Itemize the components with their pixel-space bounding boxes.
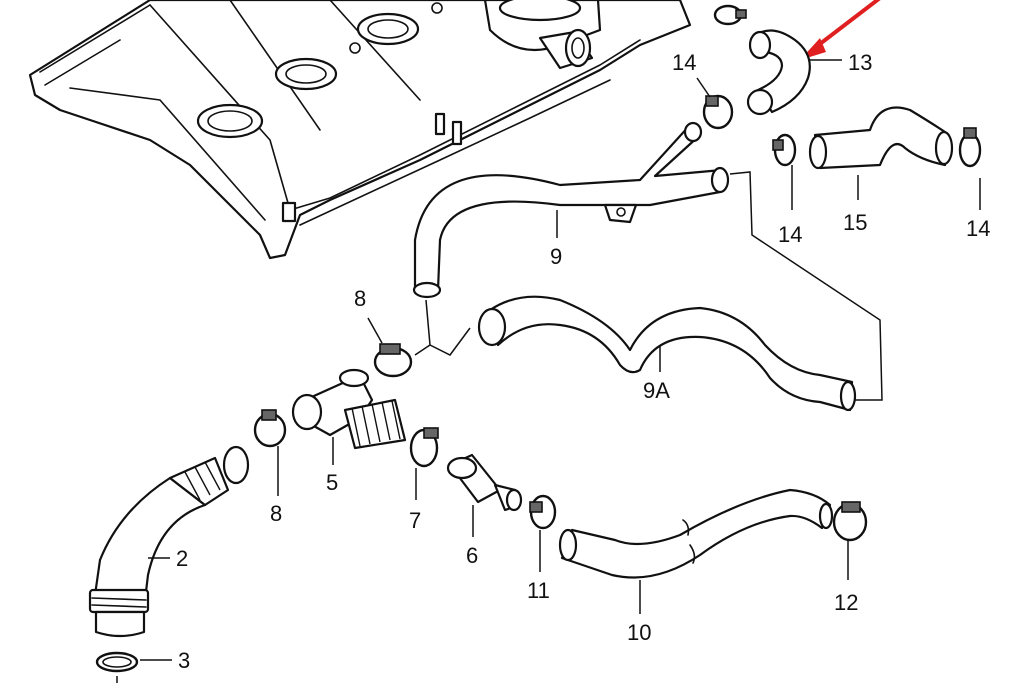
- label-9A: 9A: [643, 378, 670, 403]
- label-8-lower: 8: [270, 501, 282, 526]
- clamp-14a: [696, 77, 734, 130]
- label-3: 3: [178, 648, 190, 673]
- clamp-14-top: [713, 4, 747, 26]
- label-8-upper: 8: [354, 286, 366, 311]
- label-13: 13: [848, 50, 872, 75]
- valve-6: [446, 453, 523, 537]
- part-labels: 13 14 14 15 14 9 8 9A 5 8 7 6 11 10 12 2…: [176, 50, 990, 673]
- label-15: 15: [843, 210, 867, 235]
- clamp-8-lower: [253, 409, 287, 496]
- bellows-connector: [343, 398, 407, 450]
- label-14a: 14: [672, 50, 696, 75]
- hose-10: [558, 488, 834, 614]
- hose-9A: [477, 295, 857, 412]
- clamp-12: [832, 501, 868, 580]
- label-7: 7: [409, 508, 421, 533]
- label-9: 9: [550, 244, 562, 269]
- clamp-7: [409, 427, 439, 500]
- label-12: 12: [834, 590, 858, 615]
- clamp-14c: [958, 127, 982, 210]
- label-14c: 14: [966, 216, 990, 241]
- label-6: 6: [466, 543, 478, 568]
- clamp-8-upper: [367, 317, 413, 378]
- pipe-9: [412, 121, 730, 299]
- label-10: 10: [627, 620, 651, 645]
- label-2: 2: [176, 546, 188, 571]
- hose-15: [808, 106, 954, 200]
- o-ring-3: [95, 651, 172, 683]
- label-11: 11: [527, 578, 550, 603]
- clamp-11: [529, 494, 557, 572]
- valve-cover: [28, 0, 692, 260]
- clamp-14b: [772, 133, 797, 210]
- label-5: 5: [326, 470, 338, 495]
- hose-2: [88, 445, 250, 638]
- hose-13: [746, 29, 842, 116]
- label-14b: 14: [778, 222, 802, 247]
- leader-bracket: [414, 171, 883, 401]
